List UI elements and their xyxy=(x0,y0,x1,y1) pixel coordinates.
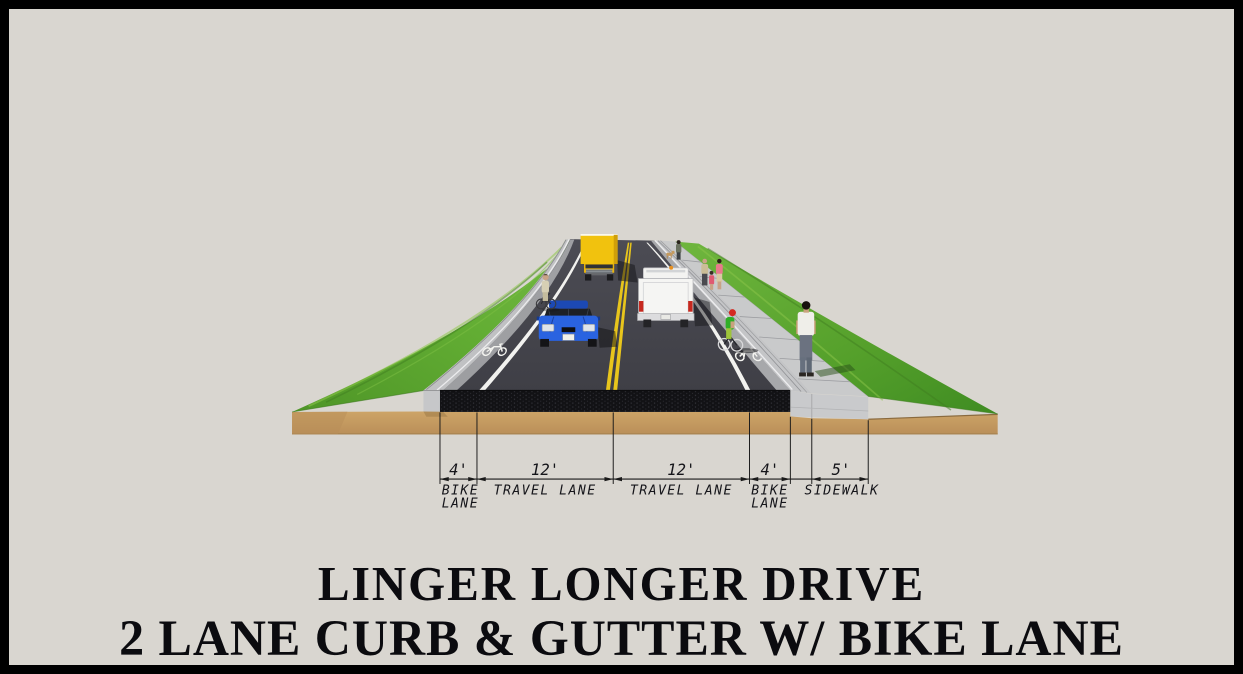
pedestrian-shadow xyxy=(814,364,856,377)
dim-label-bike-right-1: BIKE xyxy=(751,484,788,499)
sidewalk-pedestrian xyxy=(796,301,856,377)
title-section-description: 2 LANE CURB & GUTTER W/ BIKE LANE SECTIO… xyxy=(119,610,1124,667)
dim-label-bike-right-2: LANE xyxy=(751,496,788,511)
left-curb-cut-face xyxy=(423,390,443,412)
sedan-license-plate xyxy=(562,333,575,341)
white-pickup-truck xyxy=(637,265,713,328)
dim-width-travel-left: 12' xyxy=(531,461,559,479)
pickup-taillight-left xyxy=(639,300,644,312)
sidewalk-joints xyxy=(682,259,850,383)
dim-label-travel-left: TRAVEL LANE xyxy=(494,484,597,499)
dim-width-sidewalk: 5' xyxy=(832,461,851,479)
sedan-headlight-right xyxy=(582,324,596,332)
pickup-shadow xyxy=(693,297,713,327)
right-cyclist xyxy=(717,309,759,354)
right-lane-line xyxy=(646,242,751,391)
dim-width-bike-left: 4' xyxy=(449,461,468,479)
title-street-name: LINGER LONGER DRIVE xyxy=(317,556,926,611)
asphalt-cut-face xyxy=(439,390,791,412)
road-section-rendering: 4' 12' 12' 4' 5' BIKE LANE TRAVEL LANE T… xyxy=(291,234,998,511)
far-pedestrians xyxy=(701,258,723,290)
left-grass-slope xyxy=(291,239,578,413)
pedestrian-woman xyxy=(715,258,723,290)
dim-width-bike-right: 4' xyxy=(761,461,780,479)
pedestrian-child xyxy=(709,270,715,290)
dim-label-bike-left-1: BIKE xyxy=(442,484,479,499)
sedan-headlight-left xyxy=(541,324,555,332)
roadway xyxy=(439,239,791,412)
curb-sidewalk-cut-face xyxy=(790,390,869,420)
dimension-texts: 4' 12' 12' 4' 5' BIKE LANE TRAVEL LANE T… xyxy=(442,461,879,511)
dim-label-bike-left-2: LANE xyxy=(442,496,479,511)
drawing-title: LINGER LONGER DRIVE 2 LANE CURB & GUTTER… xyxy=(9,556,1234,667)
earth-embankment xyxy=(292,411,998,435)
dimension-arrowheads xyxy=(439,476,869,482)
left-bike-lane-symbol xyxy=(482,343,507,357)
sedan-shadow xyxy=(597,327,618,348)
left-curb xyxy=(423,239,571,412)
truck-shadow xyxy=(617,260,638,283)
dog xyxy=(666,250,675,259)
pickup-beacon-light xyxy=(669,265,674,270)
dim-width-travel-right: 12' xyxy=(667,461,695,479)
left-cyclist xyxy=(535,274,560,312)
pickup-taillight-right xyxy=(688,300,693,312)
pedestrian-with-dog xyxy=(666,240,682,260)
dimension-lines xyxy=(439,412,869,484)
pedestrian-khaki xyxy=(701,258,709,286)
dim-label-travel-right: TRAVEL LANE xyxy=(630,484,733,499)
blue-sedan xyxy=(536,300,618,348)
yellow-box-truck xyxy=(580,234,638,283)
dim-label-sidewalk: SIDEWALK xyxy=(804,484,879,499)
